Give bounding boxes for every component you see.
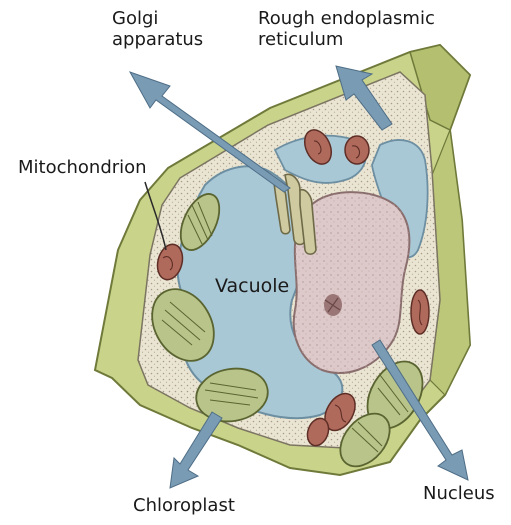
vacuole-label: Vacuole [215,276,289,297]
golgi-apparatus-label: Golgi apparatus [112,8,203,50]
mitochondrion-label: Mitochondrion [18,157,147,178]
golgi-label-line-2: apparatus [112,29,203,50]
rough-er-label-line-2: reticulum [258,29,435,50]
golgi-label-line-1: Golgi [112,8,203,29]
rough-er-label-line-1: Rough endoplasmic [258,8,435,29]
rough-er-label: Rough endoplasmic reticulum [258,8,435,50]
chloroplast-label: Chloroplast [133,495,235,516]
nucleus-label: Nucleus [423,483,495,504]
